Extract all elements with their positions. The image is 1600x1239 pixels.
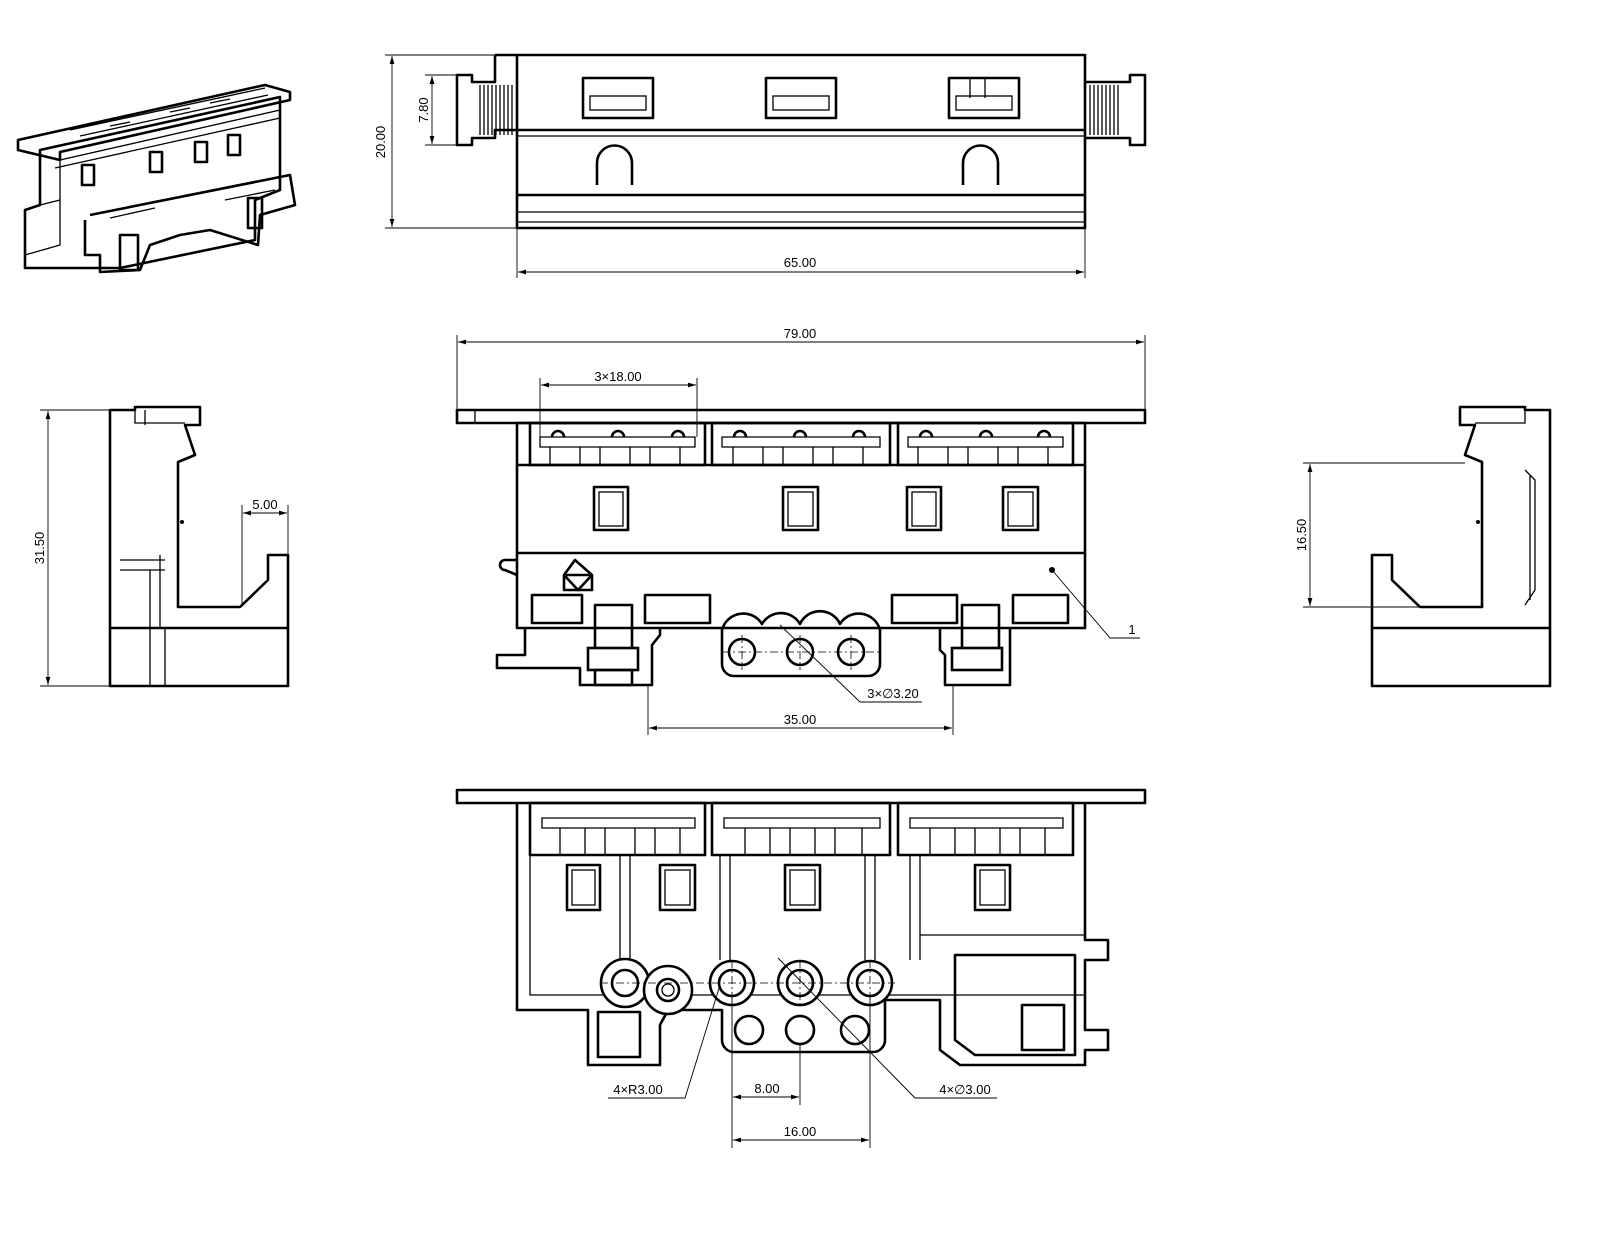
dim-gap-5: 5.00 <box>252 497 277 512</box>
triangle-symbol-icon <box>562 558 594 592</box>
top-view: 20.00 7.80 65.00 <box>373 53 1147 278</box>
callout-1: 1 <box>1128 622 1135 637</box>
dim-height-16-50: 16.50 <box>1294 519 1309 552</box>
dim-holes-3x3-20: 3×∅3.20 <box>867 686 918 701</box>
bottom-view: 4×R3.00 8.00 16.00 4×∅3.00 <box>455 788 1147 1148</box>
front-bays <box>528 421 1075 467</box>
front-view: 79.00 3×18.00 35.00 3×∅3.20 1 <box>455 326 1147 735</box>
top-slot <box>764 76 838 120</box>
dim-holes-4x3: 4×∅3.00 <box>939 1082 990 1097</box>
dim-radius-4xr3: 4×R3.00 <box>613 1082 663 1097</box>
top-slot <box>947 76 1021 120</box>
dim-hole-spacing-35: 35.00 <box>784 712 817 727</box>
iso-windows <box>80 133 242 187</box>
left-side-view: 31.50 5.00 <box>32 405 290 688</box>
dim-width-65: 65.00 <box>784 255 817 270</box>
top-slot <box>581 76 655 120</box>
dim-spacing-16: 16.00 <box>784 1124 817 1139</box>
dim-height-31-50: 31.50 <box>32 532 47 565</box>
dim-offset-7-80: 7.80 <box>416 97 431 122</box>
right-side-view: 16.50 <box>1294 405 1552 688</box>
dim-overall-79: 79.00 <box>784 326 817 341</box>
bottom-windows <box>565 863 1012 912</box>
dim-spacing-8: 8.00 <box>754 1081 779 1096</box>
dim-height-20: 20.00 <box>373 126 388 159</box>
isometric-view <box>16 83 297 274</box>
dim-pitch-3x18: 3×18.00 <box>594 369 641 384</box>
bottom-holes <box>599 957 895 1046</box>
front-windows <box>592 485 1040 532</box>
bottom-bays <box>528 801 1075 857</box>
